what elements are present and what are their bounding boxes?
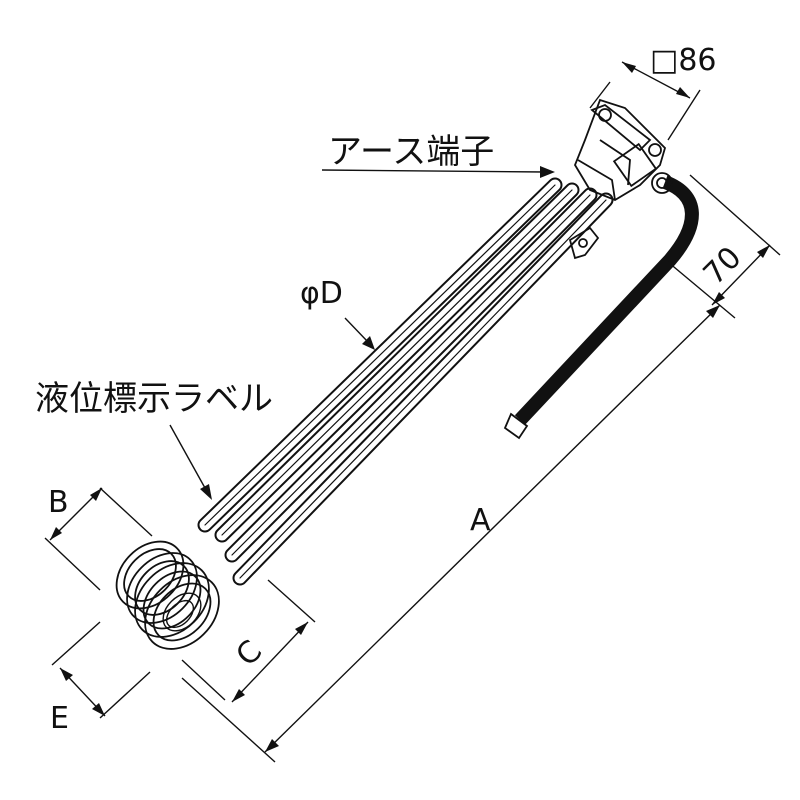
- dim-e-label: E: [50, 701, 69, 736]
- dim-flange: □86: [589, 43, 717, 141]
- heater-coils: [115, 540, 220, 650]
- dim-a-label: A: [470, 503, 491, 538]
- dim-c-label: C: [230, 634, 270, 674]
- tube-2: [214, 182, 580, 543]
- tube-4: [232, 192, 614, 586]
- diameter-callout: φD: [300, 276, 375, 350]
- dim-a: A: [181, 304, 721, 763]
- level-label-callout: 液位標示ラベル: [35, 379, 273, 500]
- diameter-label: φD: [300, 276, 343, 311]
- dim-b-label: B: [48, 485, 69, 520]
- tube-3: [224, 187, 598, 563]
- dim-e: E: [50, 621, 151, 736]
- flange-size-label: □86: [650, 43, 717, 78]
- dim-70-label: 70: [697, 240, 749, 292]
- heater-tubes: [197, 177, 614, 586]
- terminal-head: [568, 98, 667, 260]
- level-label: 液位標示ラベル: [35, 379, 273, 419]
- power-cable: [503, 172, 699, 440]
- earth-terminal-callout: アース端子: [321, 132, 555, 178]
- dim-c: C: [181, 579, 316, 703]
- earth-terminal-label: アース端子: [328, 132, 494, 172]
- dim-b: B: [44, 485, 153, 591]
- tube-1: [197, 177, 563, 533]
